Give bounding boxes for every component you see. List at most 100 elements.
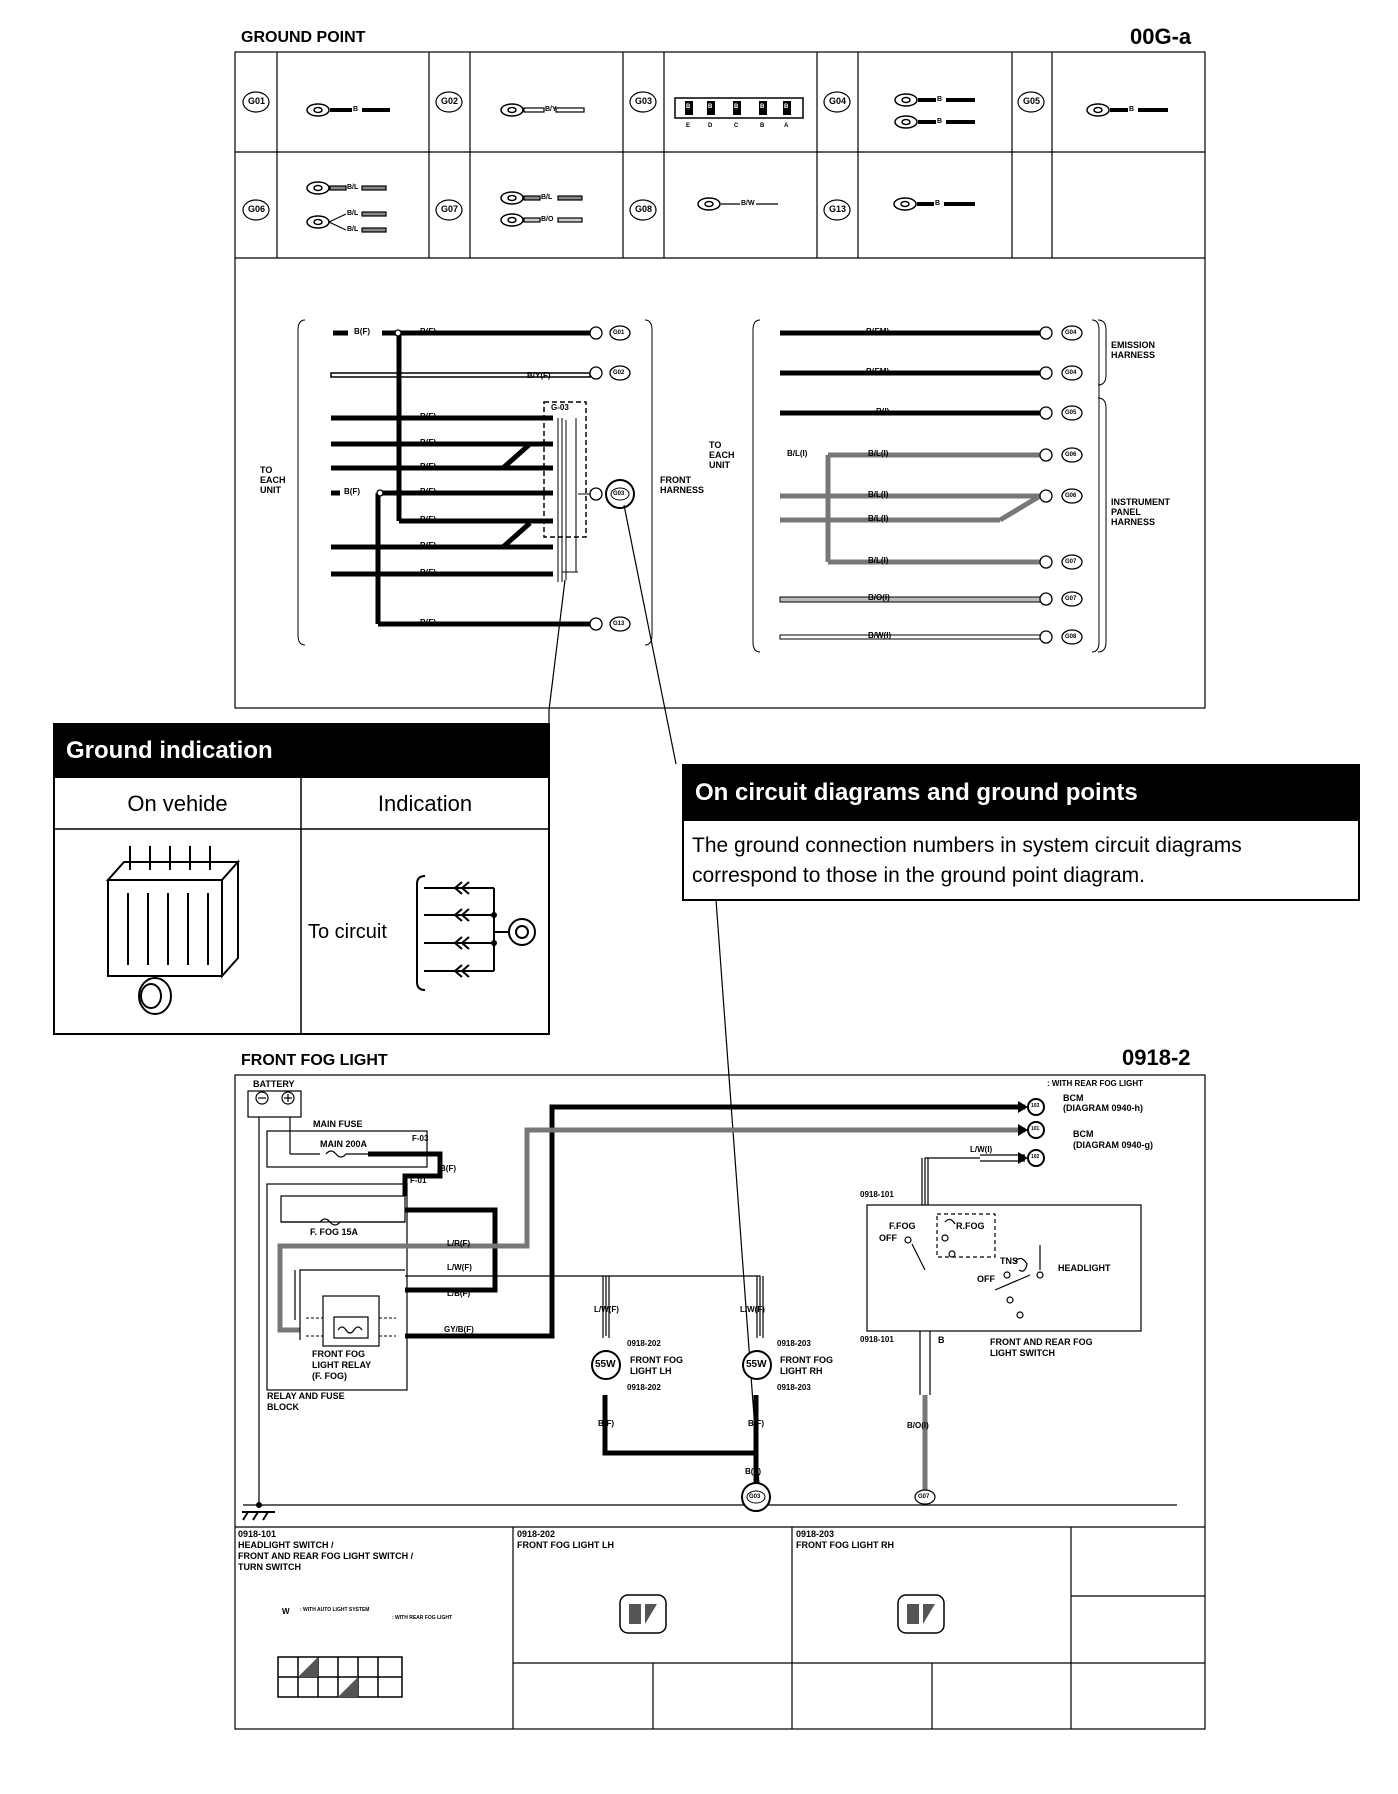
relay-block-label: BLOCK bbox=[267, 1402, 299, 1412]
wire-label: B bbox=[937, 96, 943, 103]
switch-label: R.FOG bbox=[956, 1221, 985, 1231]
ground-id-small: G07 bbox=[1065, 596, 1077, 602]
lamp-conn: 0918-202 bbox=[627, 1339, 661, 1348]
to-each-unit-label: EACH bbox=[709, 450, 735, 460]
ground-point-code: 00G-a bbox=[1130, 24, 1192, 49]
ground-id-small: G05 bbox=[1065, 410, 1077, 416]
wire-label: B/L(I) bbox=[868, 449, 889, 458]
wire-label: B/O bbox=[541, 216, 554, 223]
pin-label: 102 bbox=[1031, 1154, 1040, 1160]
bcm-label: (DIAGRAM 0940-h) bbox=[1063, 1103, 1144, 1113]
lamp-name: FRONT FOG bbox=[780, 1355, 833, 1365]
conn-label: 0918-101 bbox=[860, 1190, 894, 1199]
col-on-vehicle: On vehide bbox=[127, 790, 228, 816]
emission-harness-label: EMISSION bbox=[1111, 340, 1156, 350]
f03-label: F-03 bbox=[412, 1134, 429, 1143]
note-w: W bbox=[282, 1607, 290, 1616]
pin-label: D bbox=[708, 123, 713, 129]
ffog-15a-label: F. FOG 15A bbox=[310, 1227, 359, 1237]
wire-label: B(F) bbox=[344, 487, 360, 496]
wire-label: B/L(I) bbox=[868, 514, 889, 523]
wire-label: B/Y(F) bbox=[527, 371, 551, 380]
switch-label: HEADLIGHT bbox=[1058, 1263, 1111, 1273]
ground-id-small: G03 bbox=[613, 491, 625, 497]
wire-label: B/O(I) bbox=[907, 1421, 929, 1430]
wire-label: B(EM) bbox=[866, 327, 890, 336]
conn-label: 0918-101 bbox=[860, 1335, 894, 1344]
pin-label: B bbox=[784, 104, 789, 110]
wire-label: B/W(I) bbox=[868, 631, 892, 640]
fog-light-code: 0918-2 bbox=[1122, 1045, 1191, 1070]
wire-label: B(F) bbox=[420, 618, 436, 627]
bf-label: B(F) bbox=[440, 1164, 456, 1173]
f01-label: F-01 bbox=[410, 1176, 427, 1185]
pin-label: B bbox=[760, 123, 765, 129]
wire-label: B(F) bbox=[745, 1467, 761, 1476]
ground-id-g02: G02 bbox=[441, 96, 459, 106]
ground-id-small: G07 bbox=[918, 1494, 930, 1500]
lamp-conn: 0918-202 bbox=[627, 1383, 661, 1392]
legend-note: : WITH REAR FOG LIGHT bbox=[1047, 1079, 1143, 1088]
col-indication: Indication bbox=[377, 790, 473, 816]
wire-label: B(F) bbox=[420, 515, 436, 524]
pin-label: B bbox=[760, 104, 765, 110]
lb-label: L/B(F) bbox=[447, 1289, 471, 1298]
wire-label: B/Y bbox=[545, 106, 557, 113]
emission-harness-label: HARNESS bbox=[1111, 350, 1156, 360]
lwi-label: L/W(I) bbox=[970, 1145, 993, 1154]
pin-label: 101 bbox=[1031, 1126, 1040, 1132]
to-each-unit-label: EACH bbox=[260, 475, 286, 485]
pin-label: B bbox=[686, 104, 691, 110]
instrument-panel-label: HARNESS bbox=[1111, 517, 1156, 527]
note-text: : WITH REAR FOG LIGHT bbox=[392, 1615, 452, 1621]
pin-label: B bbox=[708, 104, 713, 110]
lamp-name: FRONT FOG bbox=[630, 1355, 683, 1365]
bcm-label: BCM bbox=[1063, 1093, 1084, 1103]
main-200a-label: MAIN 200A bbox=[320, 1139, 368, 1149]
ground-id-g07: G07 bbox=[441, 204, 459, 214]
wire-label: B(F) bbox=[354, 327, 370, 336]
wire-label: B/L bbox=[541, 194, 553, 201]
instrument-panel-label: INSTRUMENT bbox=[1111, 497, 1170, 507]
ground-id-small: G08 bbox=[1065, 634, 1077, 640]
gyb-label: GY/B(F) bbox=[444, 1325, 474, 1334]
switch-label: OFF bbox=[879, 1233, 897, 1243]
ground-id-small: G04 bbox=[1065, 330, 1077, 336]
ground-id-g08: G08 bbox=[635, 204, 653, 214]
wire-label: B(EM) bbox=[866, 367, 890, 376]
ground-indication-title: Ground indication bbox=[54, 724, 549, 778]
ground-id-small: G03 bbox=[749, 1494, 761, 1500]
ground-id-g13: G13 bbox=[829, 204, 847, 214]
to-each-unit-label: TO bbox=[260, 465, 273, 475]
to-each-unit-label: TO bbox=[709, 440, 722, 450]
ground-id-small: G04 bbox=[1065, 370, 1077, 376]
pin-label: A bbox=[784, 123, 789, 129]
connector-label: G-03 bbox=[551, 403, 569, 412]
lamp-name: LIGHT RH bbox=[780, 1366, 823, 1376]
wire-label: B(F) bbox=[598, 1419, 614, 1428]
instrument-panel-label: PANEL bbox=[1111, 507, 1141, 517]
wire-label: B/L bbox=[347, 226, 359, 233]
circuit-callout-line2: correspond to those in the ground point … bbox=[692, 864, 1145, 887]
wire-label: B(F) bbox=[420, 568, 436, 577]
wire-label: B bbox=[353, 106, 359, 113]
note-text: : WITH AUTO LIGHT SYSTEM bbox=[300, 1607, 370, 1613]
battery-label: BATTERY bbox=[253, 1079, 295, 1089]
ground-id-small: G07 bbox=[1065, 559, 1077, 565]
wire-label: B/L(I) bbox=[868, 490, 889, 499]
pin-label: 103 bbox=[1031, 1103, 1040, 1109]
wire-label: B(F) bbox=[420, 412, 436, 421]
switch-label: B bbox=[938, 1335, 945, 1345]
lamp-watt: 55W bbox=[746, 1359, 767, 1370]
bcm-label: BCM bbox=[1073, 1129, 1094, 1139]
fog-light-title: FRONT FOG LIGHT bbox=[241, 1052, 388, 1069]
to-each-unit-label: UNIT bbox=[260, 485, 281, 495]
lamp-name: LIGHT LH bbox=[630, 1366, 672, 1376]
wire-label: B(F) bbox=[420, 327, 436, 336]
switch-name: FRONT AND REAR FOG bbox=[990, 1337, 1093, 1347]
wire-label: B(I) bbox=[876, 407, 890, 416]
wire-label: B/L bbox=[347, 210, 359, 217]
table-conn-name: HEADLIGHT SWITCH / bbox=[238, 1540, 334, 1550]
circuit-callout-title: On circuit diagrams and ground points bbox=[683, 765, 1359, 821]
